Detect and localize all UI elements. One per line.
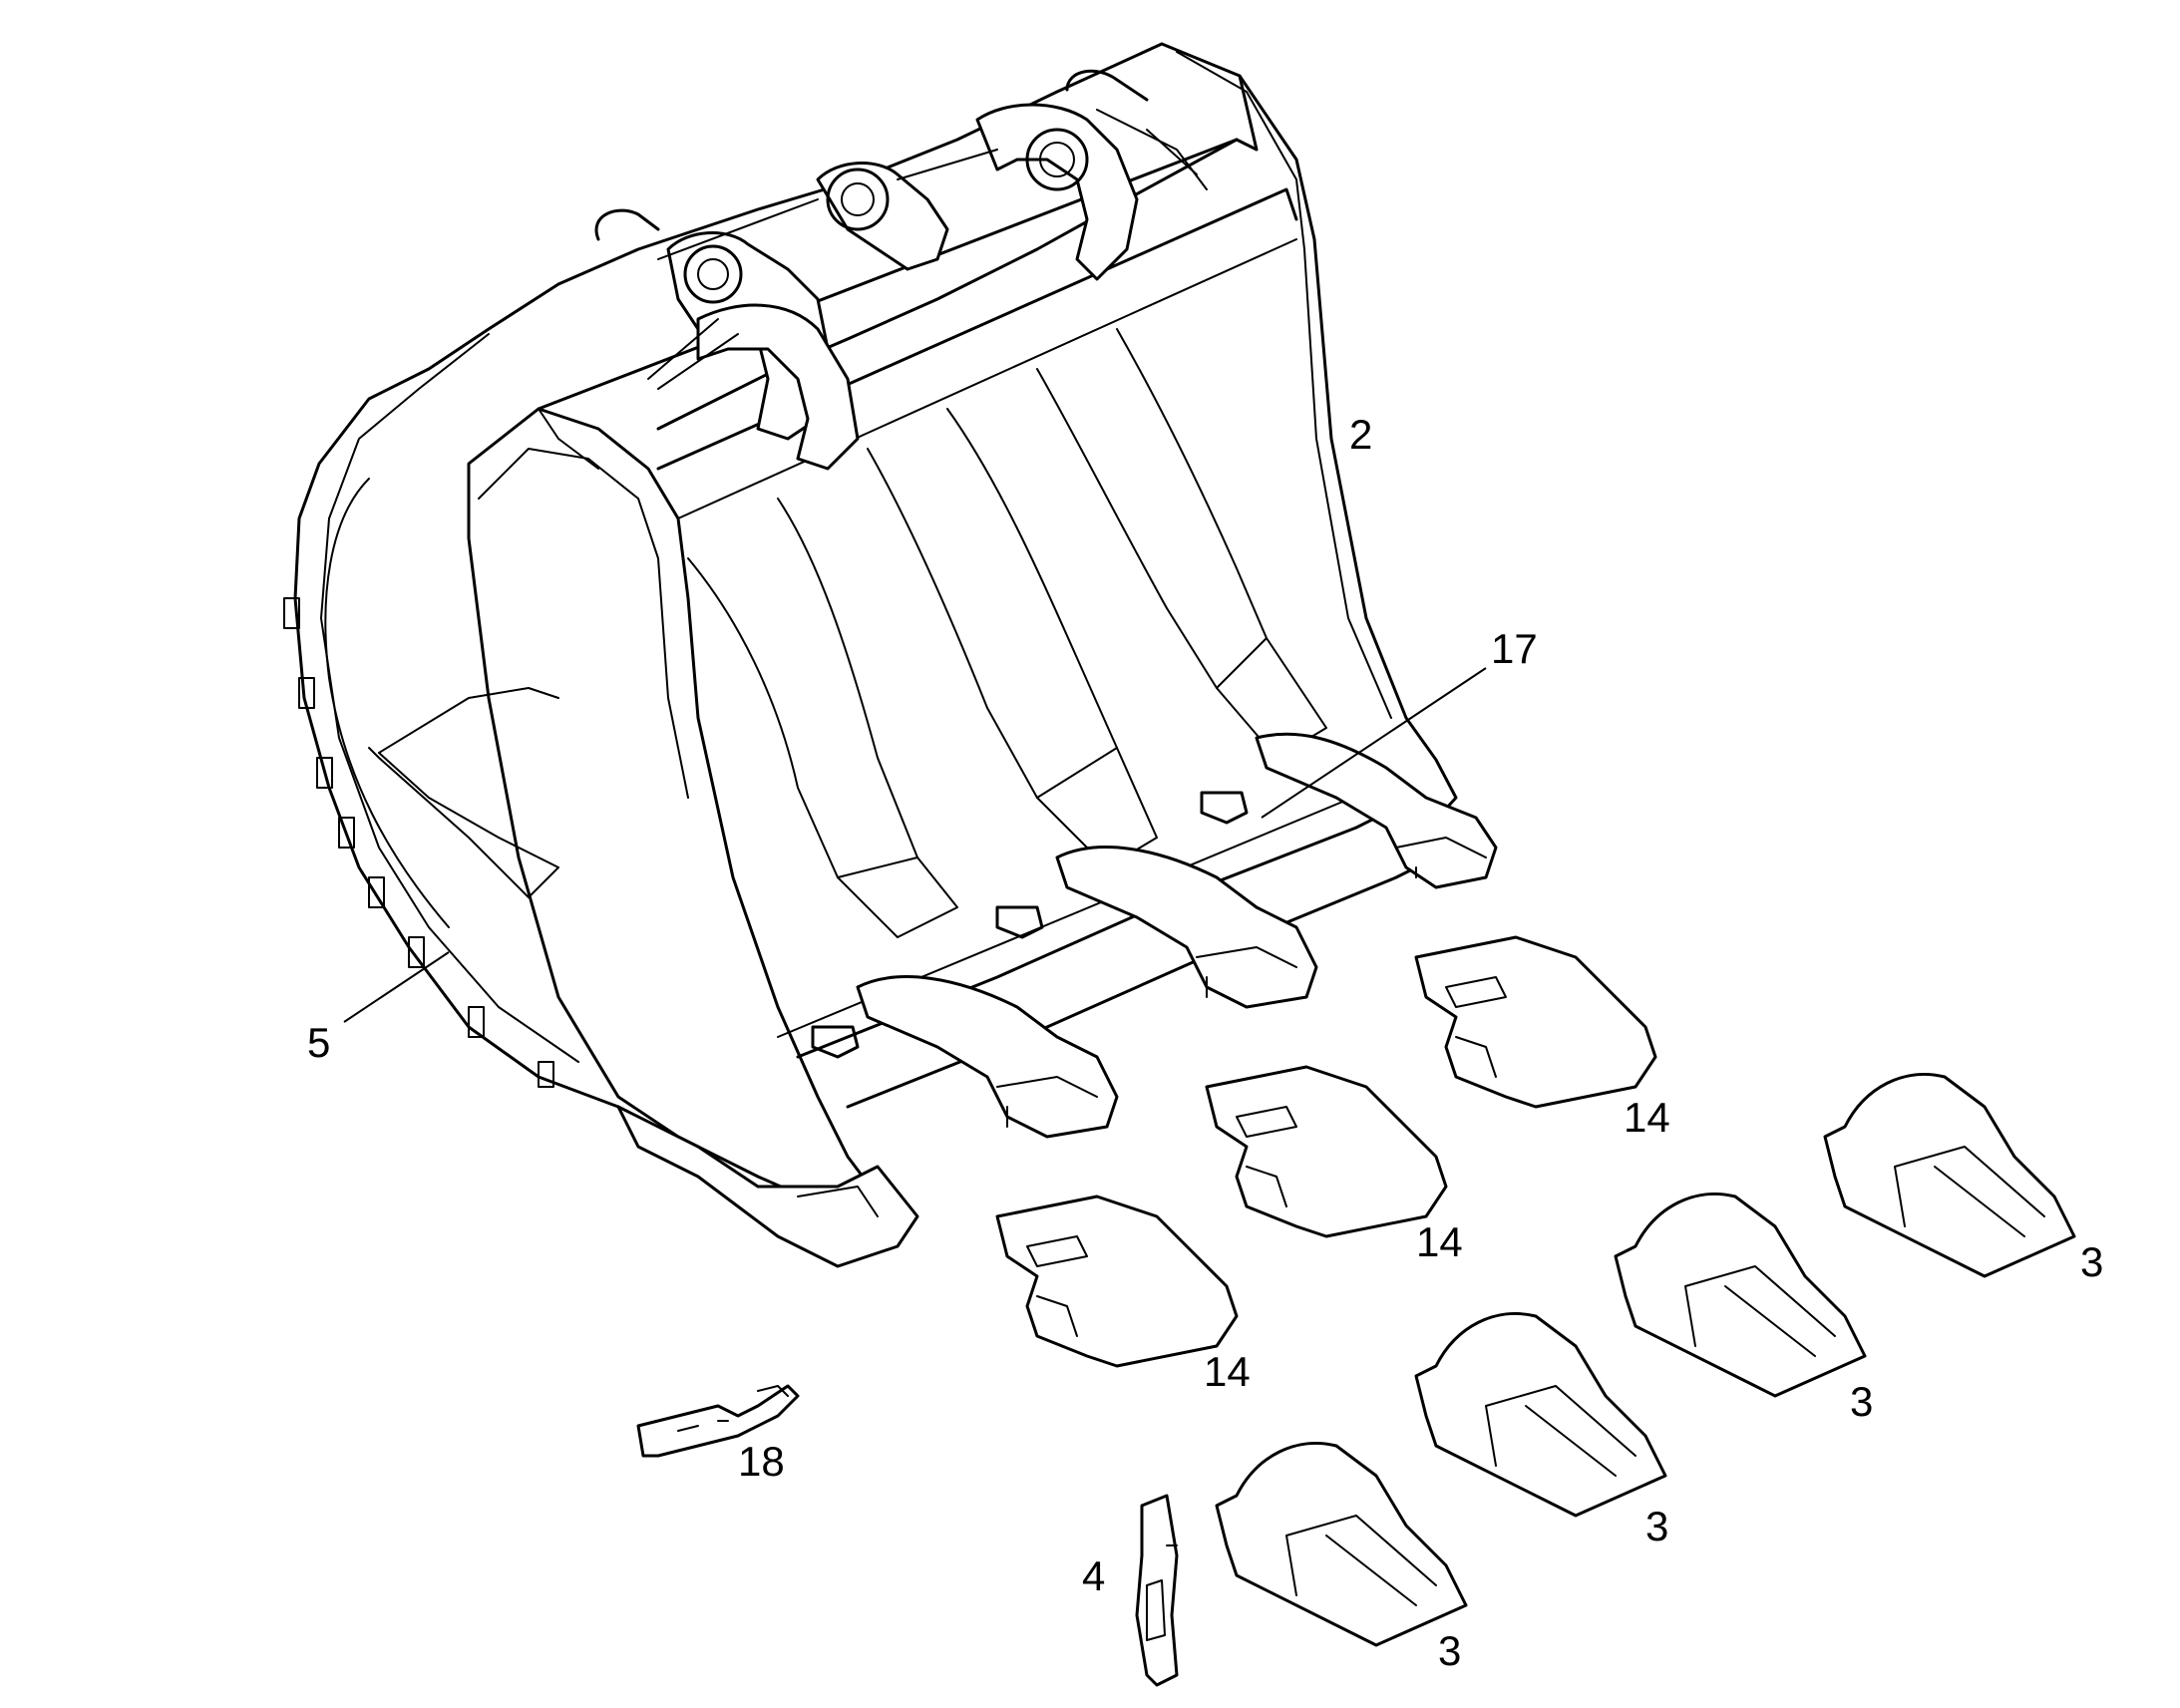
callout-5: 5 <box>307 1019 330 1066</box>
callout-18: 18 <box>738 1438 785 1485</box>
callouts: 2 17 5 14 14 14 3 3 3 3 18 4 <box>307 411 2103 1674</box>
locking-pin-part <box>1135 1494 1179 1687</box>
tooth-part-1 <box>1215 1441 1468 1647</box>
callout-14-a: 14 <box>1624 1094 1670 1141</box>
adapter-part-2 <box>1205 1065 1448 1238</box>
lock-retainer-part <box>636 1384 800 1458</box>
tooth-part-2 <box>1414 1311 1667 1518</box>
callout-3-b: 3 <box>1850 1378 1873 1425</box>
callout-14-b: 14 <box>1416 1218 1463 1265</box>
bucket-body <box>283 42 1458 1228</box>
bucket-adapters <box>616 732 1498 1268</box>
leader-5 <box>343 951 450 1023</box>
tooth-part-3 <box>1614 1192 1867 1398</box>
callout-14-c: 14 <box>1204 1348 1251 1395</box>
tooth-part-4 <box>1823 1072 2076 1278</box>
callout-3-c: 3 <box>1645 1503 1668 1549</box>
callout-4: 4 <box>1082 1552 1105 1599</box>
leader-17 <box>1261 667 1487 819</box>
adapter-part-3 <box>1414 935 1657 1109</box>
leader-lines <box>343 667 1487 1023</box>
callout-3-d: 3 <box>1438 1627 1461 1674</box>
callout-2: 2 <box>1349 411 1372 458</box>
callout-3-a: 3 <box>2080 1238 2103 1285</box>
callout-17: 17 <box>1491 625 1538 672</box>
hinge-brackets <box>594 69 1208 471</box>
adapter-part-1 <box>995 1195 1239 1368</box>
